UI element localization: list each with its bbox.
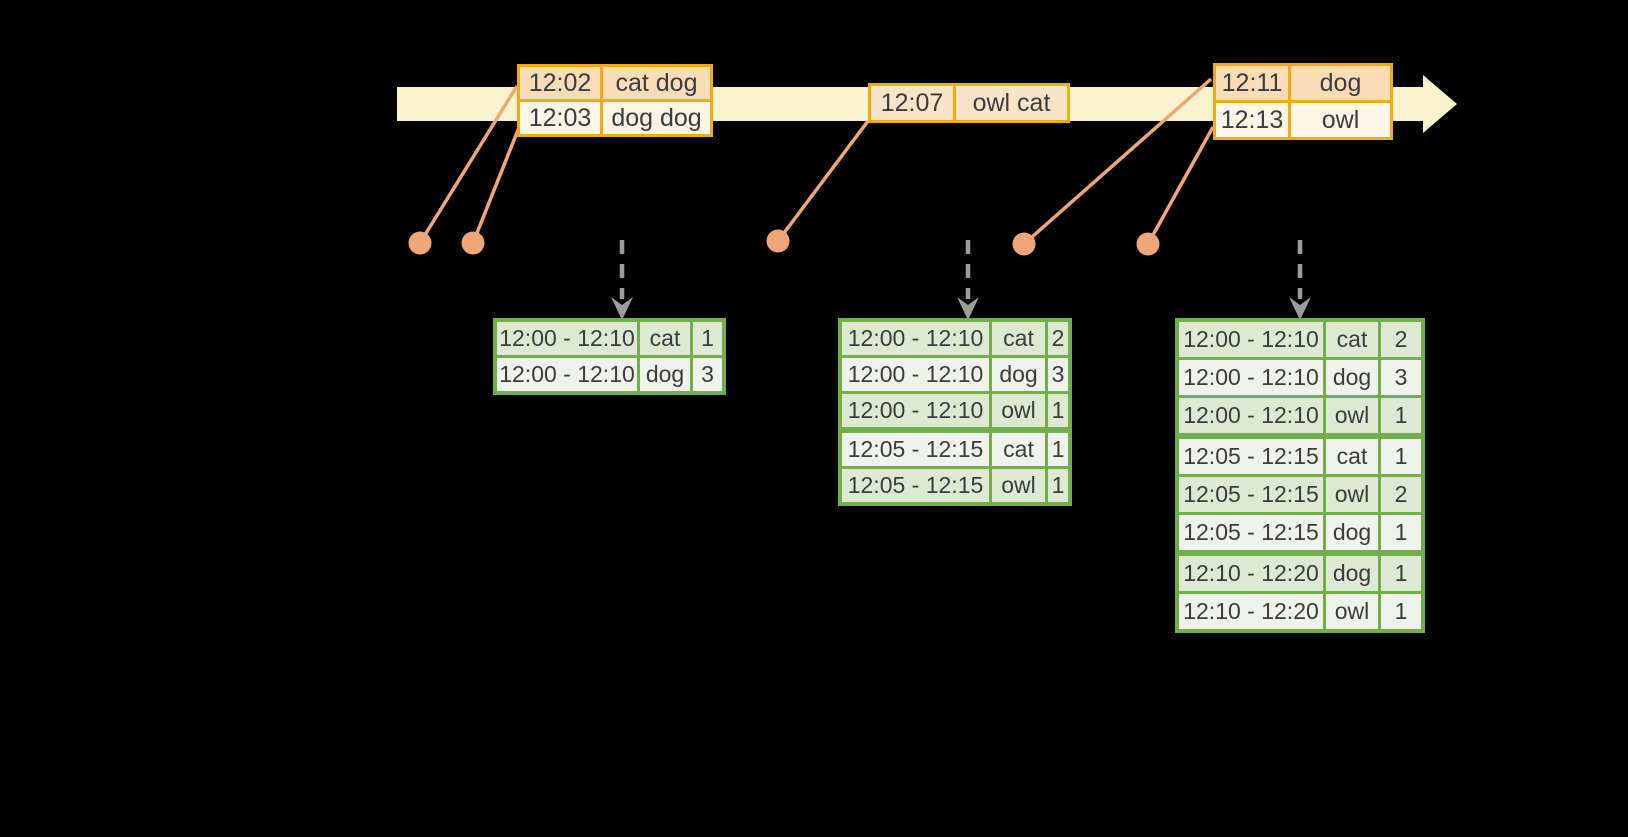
table-row: 12:00 - 12:10 dog 3 (493, 355, 726, 395)
table-row: 12:05 - 12:15 owl 1 (838, 466, 1072, 506)
connector-lines (418, 77, 1215, 246)
timeline-arrowhead-icon (1423, 75, 1457, 133)
word-cell: dog (1323, 357, 1381, 398)
event-words-cell: dog dog (600, 99, 713, 137)
word-cell: dog (1323, 512, 1381, 555)
event-time-cell: 12:03 (517, 99, 603, 137)
table-row: 12:10 - 12:20 owl 1 (1175, 591, 1425, 633)
word-cell: dog (1323, 550, 1381, 594)
window-cell: 12:00 - 12:10 (838, 355, 992, 394)
count-cell: 1 (690, 318, 726, 358)
count-cell: 2 (1378, 318, 1425, 360)
count-cell: 1 (1045, 391, 1072, 432)
result-table-2: 12:00 - 12:10 cat 2 12:00 - 12:10 dog 3 … (838, 318, 1072, 506)
result-table-3: 12:00 - 12:10 cat 2 12:00 - 12:10 dog 3 … (1175, 318, 1425, 633)
table-row: 12:00 - 12:10 cat 2 (838, 318, 1072, 358)
table-row: 12:05 - 12:15 cat 1 (1175, 433, 1425, 477)
event-words-cell: cat dog (600, 64, 713, 102)
table-row: 12:05 - 12:15 owl 2 (1175, 474, 1425, 515)
event-dot (408, 231, 432, 255)
event-connector-line (776, 119, 870, 243)
event-table-2: 12:07 owl cat (868, 83, 1070, 123)
trigger-arrows (611, 240, 1311, 320)
window-cell: 12:10 - 12:20 (1175, 591, 1326, 633)
window-cell: 12:10 - 12:20 (1175, 550, 1326, 594)
window-cell: 12:05 - 12:15 (1175, 512, 1326, 555)
window-cell: 12:00 - 12:10 (838, 318, 992, 358)
table-row: 12:00 - 12:10 cat 2 (1175, 318, 1425, 360)
event-connector-line (1022, 77, 1213, 246)
word-cell: owl (1323, 395, 1381, 438)
count-cell: 1 (1378, 395, 1425, 438)
word-cell: owl (1323, 591, 1381, 633)
window-cell: 12:05 - 12:15 (838, 466, 992, 506)
count-cell: 1 (1378, 512, 1425, 555)
count-cell: 3 (1378, 357, 1425, 398)
table-row: 12:00 - 12:10 dog 3 (838, 355, 1072, 394)
event-dot (766, 229, 790, 253)
table-row: 12:05 - 12:15 cat 1 (838, 427, 1072, 469)
window-cell: 12:00 - 12:10 (838, 391, 992, 432)
event-words-cell: owl (1288, 100, 1393, 140)
window-cell: 12:00 - 12:10 (493, 318, 640, 358)
count-cell: 1 (1378, 433, 1425, 477)
event-dot (1136, 232, 1160, 256)
window-cell: 12:00 - 12:10 (1175, 318, 1326, 360)
count-cell: 3 (690, 355, 726, 395)
count-cell: 1 (1378, 591, 1425, 633)
event-connector-line (418, 85, 519, 244)
word-cell: owl (989, 466, 1048, 506)
word-cell: cat (989, 318, 1048, 358)
count-cell: 2 (1378, 474, 1425, 515)
word-cell: cat (989, 427, 1048, 469)
table-row: 12:13 owl (1213, 100, 1393, 140)
table-row: 12:02 cat dog (517, 64, 713, 102)
window-cell: 12:05 - 12:15 (1175, 433, 1326, 477)
window-cell: 12:05 - 12:15 (838, 427, 992, 469)
event-words-cell: owl cat (953, 83, 1070, 123)
event-connector-line (1146, 126, 1215, 245)
word-cell: cat (637, 318, 693, 358)
trigger-arrowhead-icon (957, 297, 979, 320)
word-cell: dog (989, 355, 1048, 394)
trigger-arrowhead-icon (1289, 297, 1311, 320)
count-cell: 1 (1378, 550, 1425, 594)
window-cell: 12:00 - 12:10 (493, 355, 640, 395)
window-cell: 12:05 - 12:15 (1175, 474, 1326, 515)
word-cell: cat (1323, 318, 1381, 360)
table-row: 12:03 dog dog (517, 99, 713, 137)
count-cell: 1 (1045, 466, 1072, 506)
event-connector-line (471, 124, 522, 244)
word-cell: dog (637, 355, 693, 395)
count-cell: 2 (1045, 318, 1072, 358)
table-row: 12:10 - 12:20 dog 1 (1175, 550, 1425, 594)
window-cell: 12:00 - 12:10 (1175, 395, 1326, 438)
word-cell: cat (1323, 433, 1381, 477)
event-table-1: 12:02 cat dog 12:03 dog dog (517, 64, 713, 137)
table-row: 12:00 - 12:10 dog 3 (1175, 357, 1425, 398)
event-dots (408, 229, 1160, 256)
window-cell: 12:00 - 12:10 (1175, 357, 1326, 398)
table-row: 12:00 - 12:10 owl 1 (1175, 395, 1425, 438)
count-cell: 1 (1045, 427, 1072, 469)
event-time-cell: 12:13 (1213, 100, 1291, 140)
event-dot (1012, 232, 1036, 256)
table-row: 12:00 - 12:10 owl 1 (838, 391, 1072, 432)
word-cell: owl (989, 391, 1048, 432)
count-cell: 3 (1045, 355, 1072, 394)
word-cell: owl (1323, 474, 1381, 515)
event-dot (461, 231, 485, 255)
table-row: 12:07 owl cat (868, 83, 1070, 123)
event-table-3: 12:11 dog 12:13 owl (1213, 63, 1393, 140)
event-words-cell: dog (1288, 63, 1393, 103)
table-row: 12:05 - 12:15 dog 1 (1175, 512, 1425, 555)
table-row: 12:11 dog (1213, 63, 1393, 103)
trigger-arrowhead-icon (611, 297, 633, 320)
event-time-cell: 12:02 (517, 64, 603, 102)
table-row: 12:00 - 12:10 cat 1 (493, 318, 726, 358)
event-time-cell: 12:07 (868, 83, 956, 123)
result-table-1: 12:00 - 12:10 cat 1 12:00 - 12:10 dog 3 (493, 318, 726, 395)
event-time-cell: 12:11 (1213, 63, 1291, 103)
